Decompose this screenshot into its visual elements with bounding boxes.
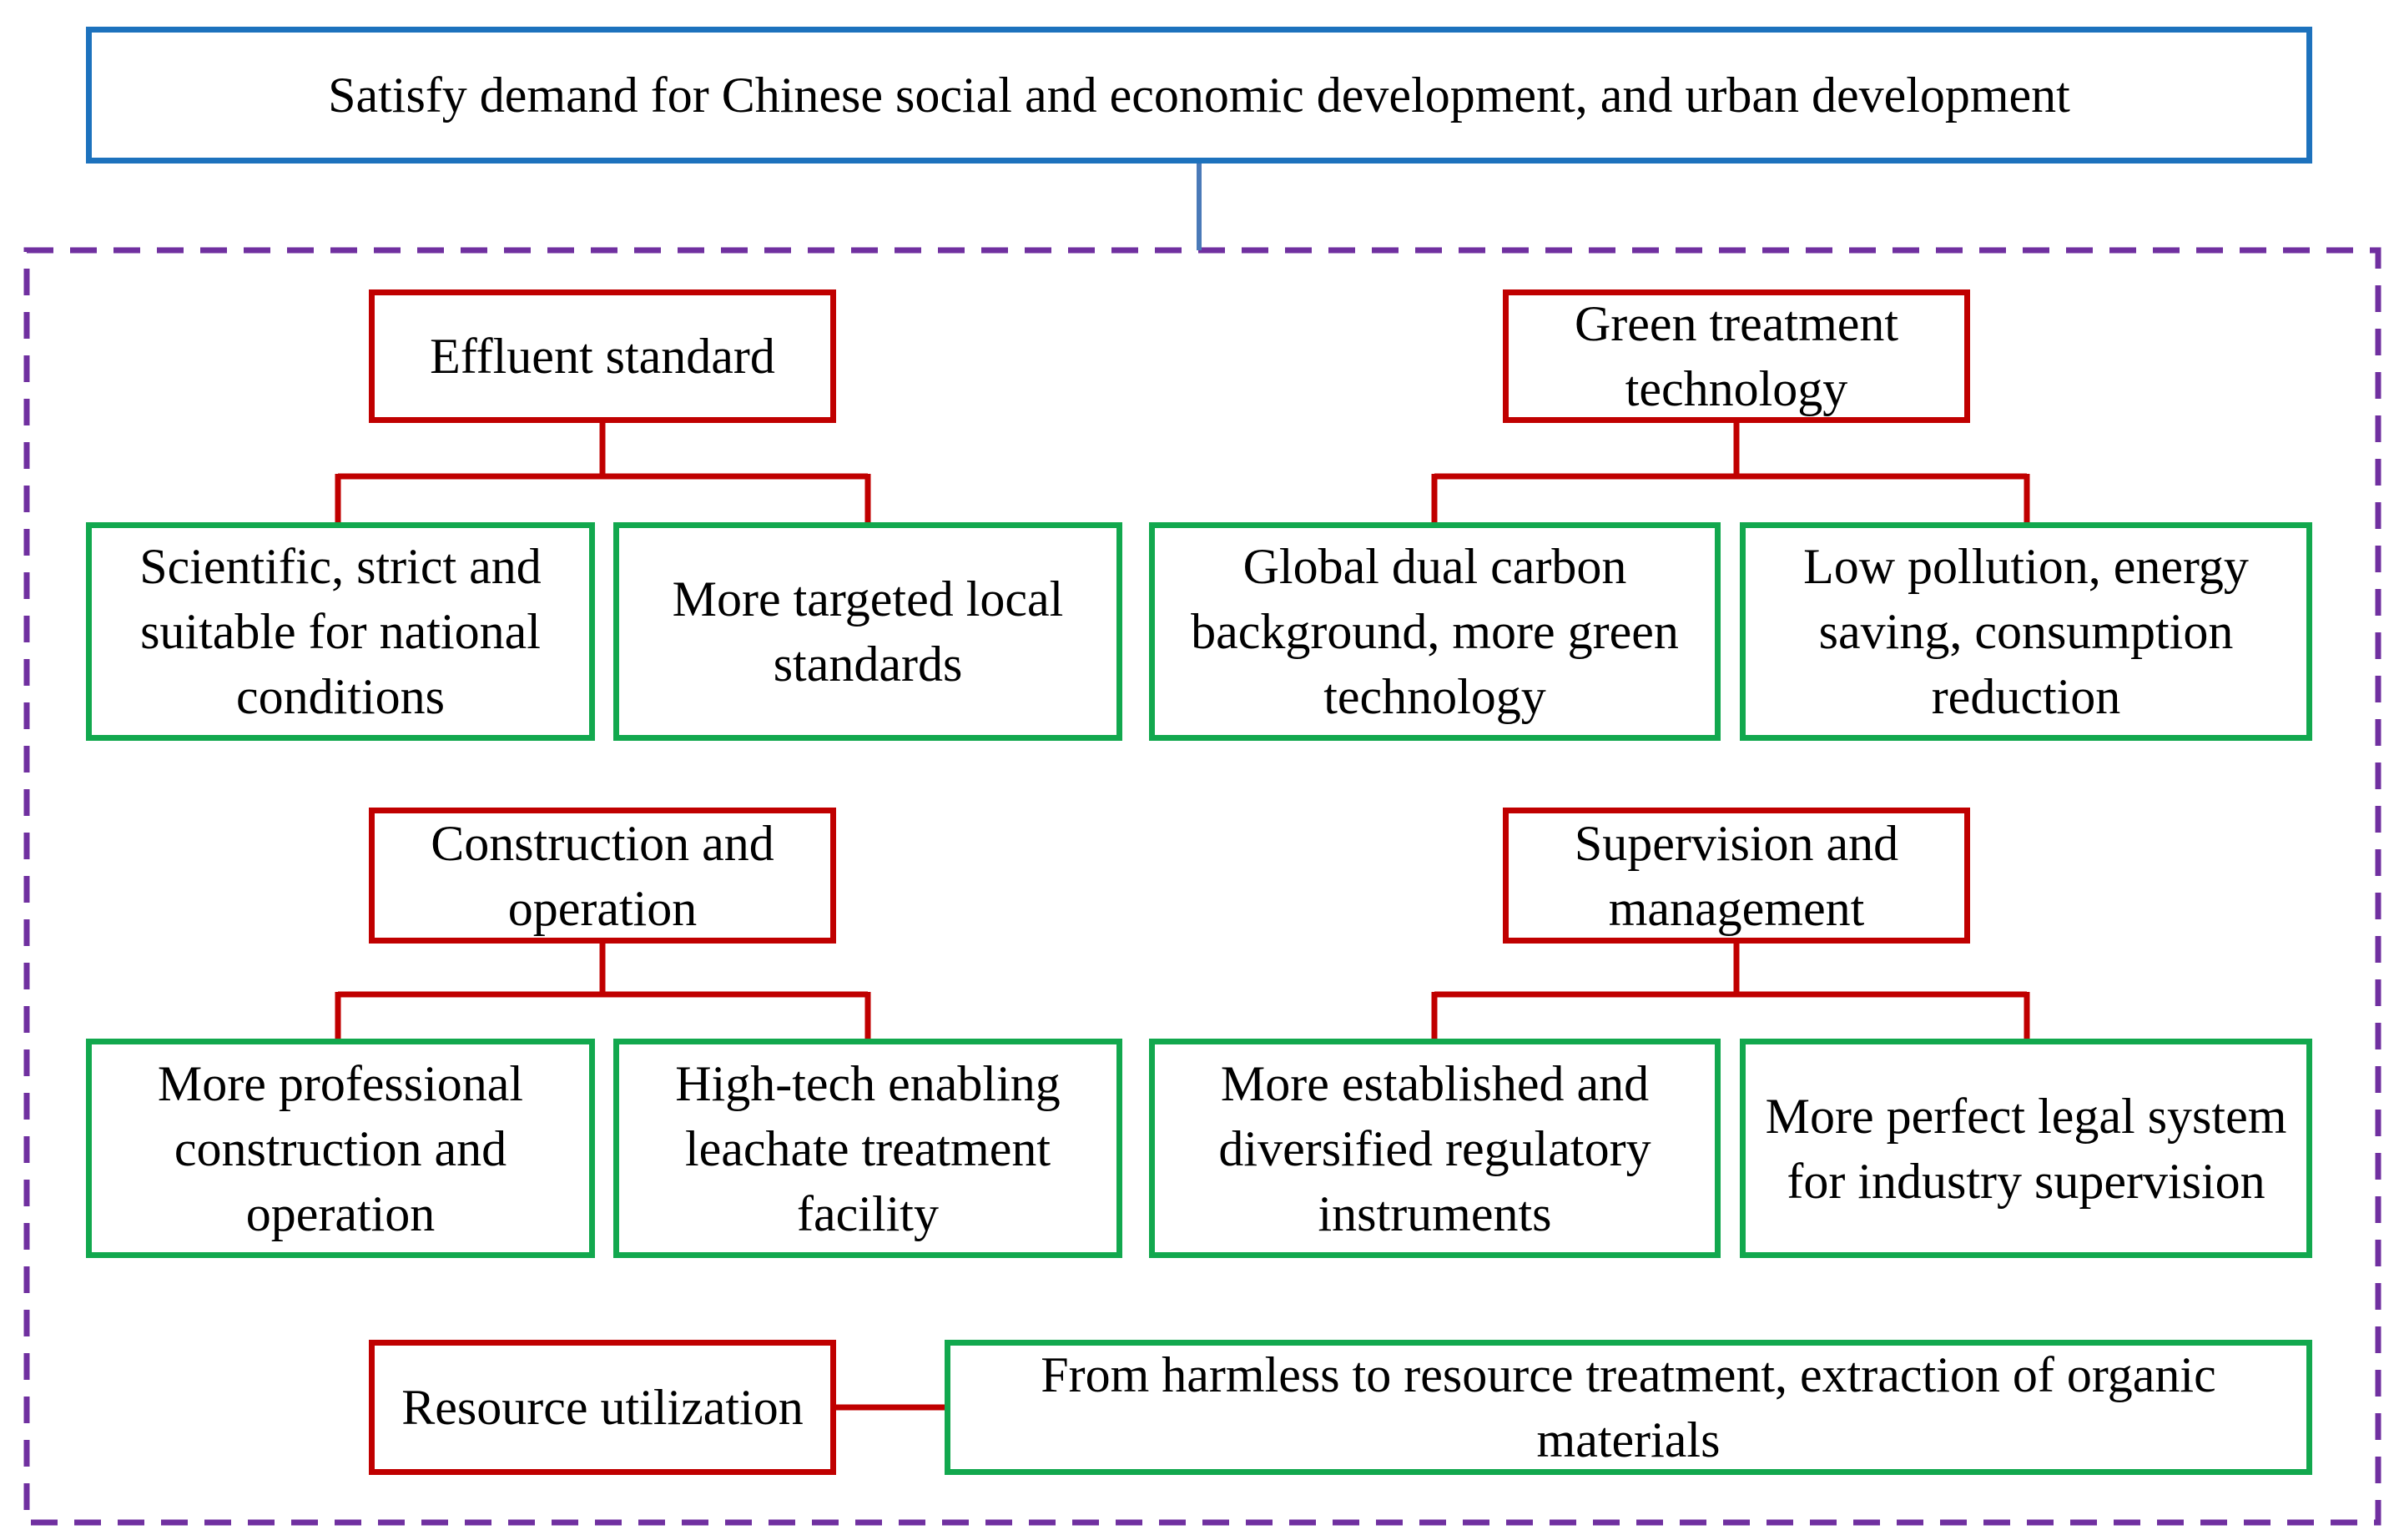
item-text: Scientific, strict and suitable for nati…: [139, 539, 542, 724]
category-effluent-standard: Effluent standard: [369, 289, 836, 423]
item-text: More professional construction and opera…: [157, 1055, 524, 1241]
item-text: High-tech enabling leachate treatment fa…: [675, 1055, 1061, 1241]
item-harmless-to-resource: From harmless to resource treatment, ext…: [945, 1340, 2312, 1475]
category-resource-utilization: Resource utilization: [369, 1340, 836, 1475]
category-title: Green treatment technology: [1574, 296, 1899, 416]
item-text: More perfect legal system for industry s…: [1765, 1088, 2287, 1209]
dashed-group-border: [23, 247, 2381, 1526]
top-goal-text: Satisfy demand for Chinese social and ec…: [328, 68, 2070, 123]
category-title: Resource utilization: [401, 1380, 804, 1435]
item-targeted-local-standards: More targeted local standards: [613, 522, 1122, 741]
top-goal-box: Satisfy demand for Chinese social and ec…: [86, 27, 2312, 164]
item-text: From harmless to resource treatment, ext…: [1041, 1347, 2216, 1467]
connector-supervision: [1431, 944, 2030, 1039]
category-construction-and-operation: Construction and operation: [369, 808, 836, 944]
category-title: Construction and operation: [431, 815, 774, 936]
category-supervision-and-management: Supervision and management: [1503, 808, 1970, 944]
connector-green-tech: [1431, 423, 2030, 522]
item-text: More established and diversified regulat…: [1218, 1055, 1651, 1241]
category-title: Effluent standard: [430, 329, 775, 384]
item-global-dual-carbon: Global dual carbon background, more gree…: [1149, 522, 1721, 741]
item-scientific-strict: Scientific, strict and suitable for nati…: [86, 522, 595, 741]
connector-effluent: [335, 423, 871, 522]
item-legal-system: More perfect legal system for industry s…: [1740, 1039, 2312, 1258]
item-low-pollution: Low pollution, energy saving, consumptio…: [1740, 522, 2312, 741]
category-title: Supervision and management: [1574, 815, 1899, 936]
item-text: Global dual carbon background, more gree…: [1191, 539, 1679, 724]
item-text: Low pollution, energy saving, consumptio…: [1803, 539, 2249, 724]
item-professional-construction: More professional construction and opera…: [86, 1039, 595, 1258]
item-text: More targeted local standards: [672, 571, 1064, 692]
category-green-treatment-technology: Green treatment technology: [1503, 289, 1970, 423]
item-regulatory-instruments: More established and diversified regulat…: [1149, 1039, 1721, 1258]
connector-construction: [335, 944, 871, 1039]
item-high-tech-leachate: High-tech enabling leachate treatment fa…: [613, 1039, 1122, 1258]
